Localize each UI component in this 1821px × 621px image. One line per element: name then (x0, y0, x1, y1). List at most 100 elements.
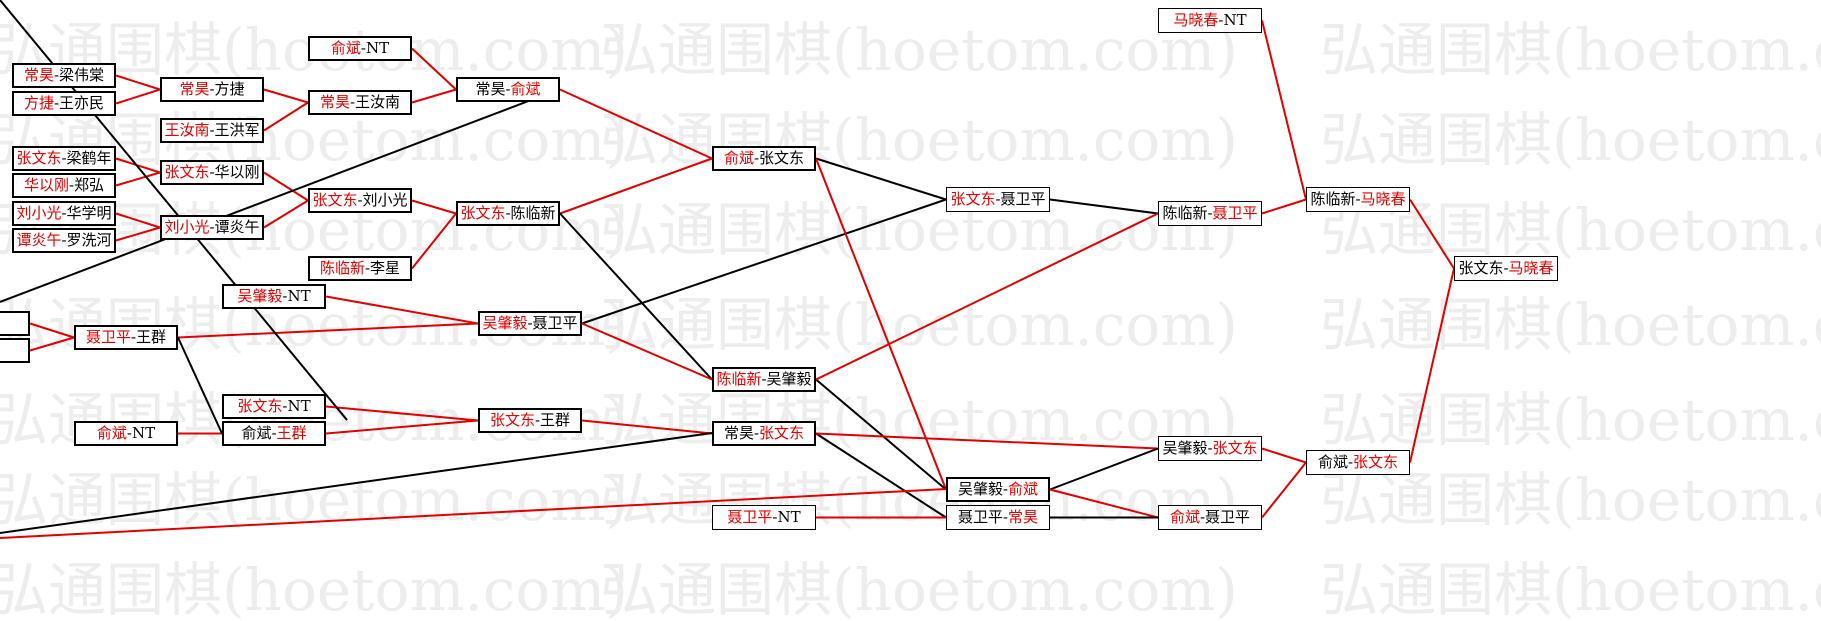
match-box: 谭炎午-罗洗河 (12, 228, 116, 253)
player-b-name: 王群 (136, 328, 167, 346)
player-b-name: 聂卫平 (1212, 204, 1258, 222)
bracket-connector (1261, 198, 1307, 215)
bracket-connector (177, 322, 479, 339)
vs-separator: - (1347, 453, 1354, 471)
player-b-name: 吴肇毅 (766, 370, 812, 388)
player-b-name: NT (287, 397, 311, 415)
player-b-name: NT (1223, 11, 1247, 29)
bracket-connector (815, 157, 947, 201)
player-a-name: 张文东 (460, 204, 506, 222)
match-box: 吴肇毅-聂卫平 (478, 311, 582, 336)
match-box: 吴肇毅-俞斌 (946, 477, 1050, 502)
player-a-name: 马晓春 (1173, 11, 1219, 29)
player-b-name: 张文东 (759, 424, 805, 442)
player-a-name: 张文东 (950, 190, 996, 208)
player-a-name: 吴肇毅 (1162, 439, 1208, 457)
player-a-name: 吴肇毅 (957, 480, 1003, 498)
bracket-connector (581, 419, 713, 435)
match-box: 陈临新-李星 (308, 256, 412, 281)
vs-separator: - (53, 66, 60, 84)
match-box: 张文东-梁鹤年 (12, 146, 116, 171)
vs-separator: - (130, 328, 137, 346)
vs-separator: - (282, 287, 288, 305)
player-b-name: 华学明 (66, 204, 112, 222)
vs-separator: - (360, 39, 366, 57)
player-b-name: 刘小光 (362, 191, 408, 209)
player-b-name: 李星 (370, 259, 401, 277)
match-box: 聂卫平-NT (712, 505, 816, 530)
player-b-name: 王群 (276, 424, 307, 442)
vs-separator: - (271, 424, 277, 442)
bracket-connector (581, 198, 947, 325)
watermark-text: 弘通围棋(hoetom.com) (600, 556, 1238, 621)
bracket-connector (411, 47, 457, 91)
player-b-name: 聂卫平 (1000, 190, 1046, 208)
bracket-connector (559, 88, 713, 160)
player-b-name: NT (131, 424, 156, 442)
player-a-name: 俞斌 (96, 424, 127, 442)
player-a-name: 聂卫平 (85, 328, 131, 346)
player-a-name: 张文东 (237, 397, 283, 415)
vs-separator: - (534, 411, 541, 429)
player-b-name: 俞斌 (510, 80, 541, 98)
bracket-connector (1049, 488, 1159, 519)
bracket-connector (29, 322, 75, 339)
vs-separator: - (68, 176, 75, 194)
watermark-text: 弘通围棋(hoetom.com) (1320, 386, 1821, 454)
vs-separator: - (209, 121, 215, 139)
player-a-name: 陈临新 (319, 259, 365, 277)
player-b-name: 王汝南 (355, 93, 401, 111)
vs-separator: - (53, 94, 60, 112)
match-box: 张文东-陈临新 (456, 201, 560, 226)
player-a-name: 方捷 (23, 94, 54, 112)
player-b-name: 聂卫平 (532, 314, 578, 332)
player-a-name: 陈临新 (1310, 190, 1356, 208)
bracket-connector (1261, 461, 1307, 519)
bracket-connector (1409, 268, 1455, 463)
match-box: 陈临新-吴肇毅 (712, 367, 816, 392)
match-box: 陈临新-聂卫平 (1158, 201, 1262, 226)
match-box: 张文东-聂卫平 (946, 187, 1050, 212)
match-box: 吴肇毅-NT (222, 284, 326, 309)
player-a-name: 常昊 (179, 80, 210, 98)
player-b-name: NT (365, 39, 390, 57)
bracket-connector (815, 158, 947, 490)
player-a-name: 张文东 (312, 191, 358, 209)
vs-separator: - (126, 424, 132, 442)
player-a-name: 聂卫平 (957, 508, 1003, 526)
bracket-connector (815, 432, 947, 519)
vs-separator: - (1207, 439, 1213, 457)
match-box: 陈临新-马晓春 (1306, 187, 1410, 212)
watermark-text: 弘通围棋(hoetom.com) (1320, 291, 1821, 359)
vs-separator: - (61, 204, 67, 222)
bracket-connector (581, 322, 713, 381)
player-a-name: 陈临新 (716, 370, 762, 388)
match-box: 俞斌-NT (308, 36, 412, 61)
player-b-name: 聂卫平 (1205, 508, 1251, 526)
watermark-text: 弘通围棋(hoetom.com) (1320, 106, 1821, 174)
vs-separator: - (1199, 508, 1206, 526)
watermark-text: 弘通围棋(hoetom.com) (0, 556, 628, 621)
player-a-name: 张文东 (489, 411, 535, 429)
player-b-name: 马晓春 (1360, 190, 1406, 208)
match-box: 马晓春-NT (1158, 8, 1262, 33)
match-box: 常昊-张文东 (712, 421, 816, 446)
vs-separator: - (357, 191, 363, 209)
bracket-connector (815, 378, 947, 491)
bracket-connector (115, 226, 161, 242)
player-b-name: 方捷 (214, 80, 245, 98)
vs-separator: - (1503, 259, 1509, 277)
match-box: 刘小光-谭炎午 (160, 215, 264, 240)
bracket-connector (115, 171, 161, 187)
vs-separator: - (1207, 204, 1213, 222)
player-b-name: 郑弘 (74, 176, 105, 194)
vs-separator: - (1218, 11, 1224, 29)
match-box: 华以刚-郑弘 (12, 173, 116, 198)
player-b-name: 马晓春 (1508, 259, 1554, 277)
bracket-connector (411, 88, 457, 104)
vs-separator: - (364, 259, 371, 277)
bracket-connector (559, 212, 713, 381)
player-b-name: 谭炎午 (214, 218, 260, 236)
bracket-connector (115, 88, 161, 105)
bracket-connector (115, 74, 161, 91)
